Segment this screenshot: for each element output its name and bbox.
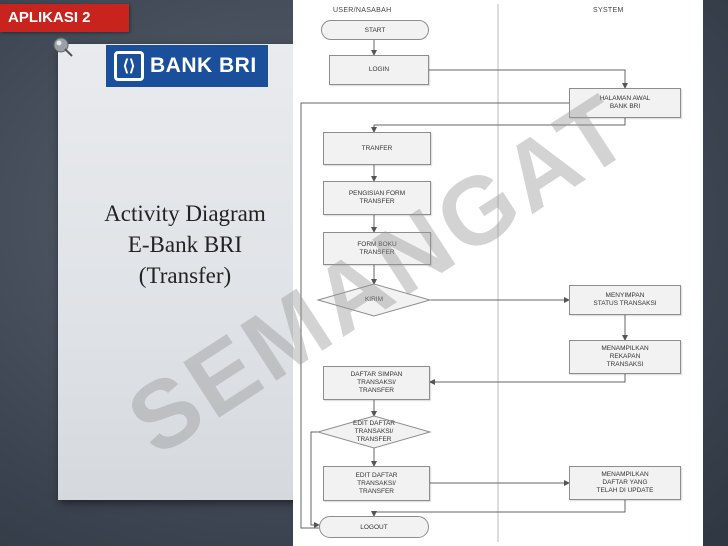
logout-node: LOGOUT [319,516,429,538]
halaman-awal-node: HALAMAN AWAL BANK BRI [569,88,681,118]
lane-header-system: SYSTEM [593,7,624,14]
tranfer-node: TRANFER [323,132,431,165]
title-card [58,44,296,500]
slide-title: Activity Diagram E-Bank BRI (Transfer) [70,198,300,291]
title-line-1: Activity Diagram [104,201,266,226]
title-line-2: E-Bank BRI [127,232,243,257]
slide-tag: APLIKASI 2 [0,4,129,32]
pushpin-icon [53,37,73,57]
title-line-3: (Transfer) [138,263,232,288]
edit-decision-label: EDIT DAFTAR TRANSAKSI/ TRANSFER [352,420,395,443]
bri-logo-icon: ⟨⟩ [114,51,144,81]
pengisian-form-node: PENGISIAN FORM TRANSFER [323,181,431,215]
form-transfer-node: FORM BOKU TRANSFER [323,232,431,265]
menampilkan-rekapan-node: MENAMPILKAN REKAPAN TRANSAKSI [569,340,681,374]
edit-decision-shape [316,415,432,449]
menampilkan-daftar-node: MENAMPILKAN DAFTAR YANG TELAH DI UPDATE [569,466,681,500]
diagram-connectors [300,4,628,542]
activity-diagram: USER/NASABAH SYSTEM START LOGIN HALAMAN … [293,0,703,546]
logo-text: BANK BRI [150,54,257,77]
kirim-decision-shape [316,283,432,317]
menyimpan-status-node: MENYIMPAN STATUS TRANSAKSI [569,285,681,315]
login-node: LOGIN [329,55,429,85]
bank-bri-logo: ⟨⟩ BANK BRI [106,45,268,87]
start-node: START [321,20,429,40]
daftar-simpan-node: DAFTAR SIMPAN TRANSAKSI/ TRANSFER [323,366,430,400]
edit-daftar-node: EDIT DAFTAR TRANSAKSI/ TRANSFER [323,466,430,501]
kirim-label: KIRIM [364,296,384,303]
lane-header-user: USER/NASABAH [333,7,392,14]
